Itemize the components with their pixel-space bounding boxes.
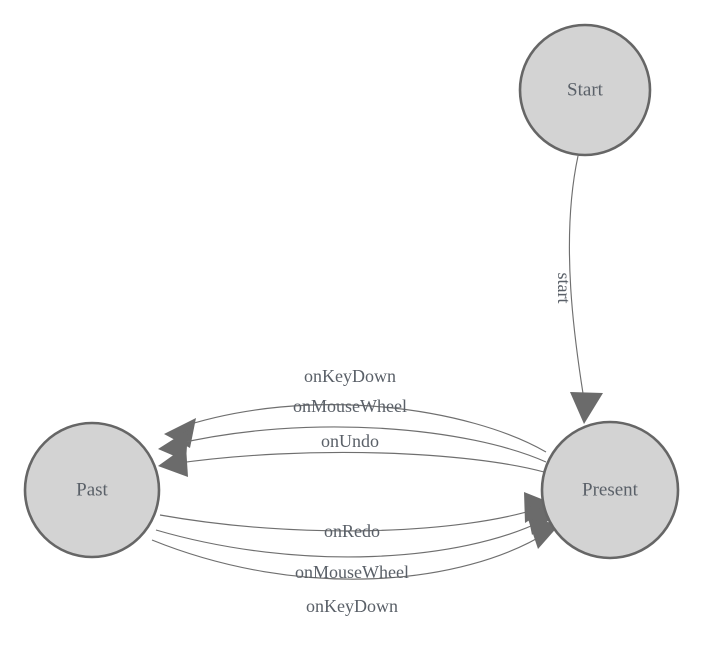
edge-line[interactable] [159, 507, 541, 532]
node-circle[interactable] [23, 421, 161, 559]
edges-layer [151, 155, 603, 580]
edge-label-e-start-present: start [554, 273, 574, 304]
edge-e-start-present[interactable] [568, 155, 603, 424]
node-label-start: Start [567, 79, 604, 100]
node-circle[interactable] [540, 420, 680, 560]
arrowhead-icon [158, 446, 188, 477]
edge-label-e-past-present-1: onRedo [324, 521, 380, 541]
arrowhead-icon [164, 418, 196, 448]
edge-e-present-past-3[interactable] [158, 446, 545, 477]
edge-line[interactable] [568, 155, 587, 413]
edge-line[interactable] [171, 426, 547, 463]
node-past[interactable]: Past [23, 421, 161, 559]
edge-line[interactable] [155, 519, 545, 558]
node-label-present: Present [582, 479, 639, 500]
edge-label-e-past-present-3: onKeyDown [306, 596, 398, 616]
node-start[interactable]: Start [518, 23, 652, 157]
arrowhead-icon [570, 392, 603, 424]
node-circle[interactable] [518, 23, 652, 157]
edge-line[interactable] [171, 451, 545, 473]
edge-labels-layer: start onKeyDown onMouseWheel onUndo onRedo on… [293, 273, 574, 617]
edge-label-e-present-past-1: onKeyDown [304, 366, 396, 386]
edge-e-present-past-1[interactable] [164, 404, 547, 453]
edge-label-e-past-present-2: onMouseWheel [295, 562, 409, 582]
node-present[interactable]: Present [540, 420, 680, 560]
edge-label-e-present-past-3: onUndo [321, 431, 379, 451]
edge-line[interactable] [177, 404, 547, 453]
edge-label-e-present-past-2: onMouseWheel [293, 396, 407, 416]
node-label-past: Past [76, 479, 108, 500]
edge-line[interactable] [151, 531, 549, 580]
